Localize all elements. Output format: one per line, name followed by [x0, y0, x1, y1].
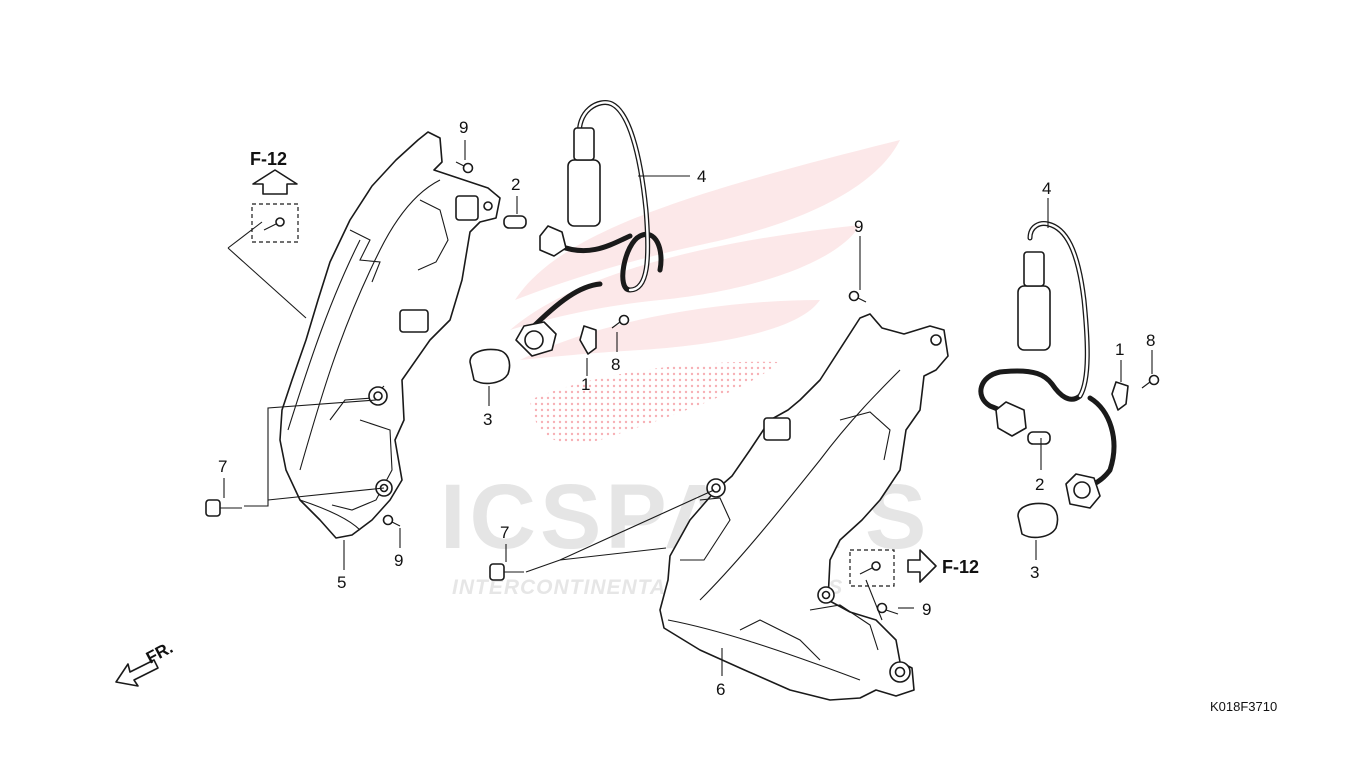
right-socket-cord[interactable] — [978, 221, 1117, 509]
callout-1[interactable]: 1 — [581, 375, 590, 394]
screw-9b[interactable] — [382, 514, 401, 527]
arrow-up-icon — [252, 169, 298, 195]
front-direction-indicator: FR. — [115, 638, 176, 687]
callout-labels: 9 2 3 4 1 8 5 9 7 7 9 6 9 4 1 8 2 3 — [218, 118, 1155, 699]
callout-9[interactable]: 9 — [854, 217, 863, 236]
callout-6[interactable]: 6 — [716, 680, 725, 699]
reference-f12-right[interactable]: F-12 — [849, 549, 979, 587]
cap-right[interactable] — [1017, 502, 1059, 539]
callout-3[interactable]: 3 — [483, 410, 492, 429]
callout-9[interactable]: 9 — [922, 600, 931, 619]
left-winker-assembly[interactable] — [279, 131, 501, 539]
callout-4[interactable]: 4 — [697, 167, 706, 186]
callout-9[interactable]: 9 — [394, 551, 403, 570]
callout-9[interactable]: 9 — [459, 118, 468, 137]
reference-f12-left[interactable]: F-12 — [250, 149, 299, 243]
callout-8[interactable]: 8 — [1146, 331, 1155, 350]
callout-1[interactable]: 1 — [1115, 340, 1124, 359]
bulb-right[interactable] — [1027, 431, 1051, 445]
left-socket-cord[interactable] — [515, 100, 664, 357]
screw-8b[interactable] — [1141, 374, 1160, 389]
diagram-code: K018F3710 — [1210, 699, 1277, 714]
screw-9a[interactable] — [455, 161, 474, 174]
callout-7[interactable]: 7 — [500, 523, 509, 542]
screw-8a[interactable] — [611, 314, 630, 329]
arrow-right-icon — [907, 549, 937, 583]
callout-5[interactable]: 5 — [337, 573, 346, 592]
clamp-right[interactable] — [1111, 381, 1129, 411]
callout-2[interactable]: 2 — [1035, 475, 1044, 494]
screw-9d[interactable] — [876, 602, 899, 615]
cap-left[interactable] — [469, 348, 511, 385]
callout-4[interactable]: 4 — [1042, 179, 1051, 198]
bolt-7a[interactable] — [205, 499, 242, 517]
screw-9c[interactable] — [848, 290, 867, 303]
callout-3[interactable]: 3 — [1030, 563, 1039, 582]
callout-2[interactable]: 2 — [511, 175, 520, 194]
reference-label: F-12 — [942, 557, 979, 577]
clamp-left[interactable] — [579, 325, 597, 355]
arrow-front-icon — [115, 659, 159, 687]
reference-label: F-12 — [250, 149, 287, 169]
callout-7[interactable]: 7 — [218, 457, 227, 476]
bulb-left[interactable] — [503, 215, 527, 229]
callout-8[interactable]: 8 — [611, 355, 620, 374]
right-winker-assembly[interactable] — [659, 313, 949, 701]
bolt-7b[interactable] — [489, 563, 524, 581]
